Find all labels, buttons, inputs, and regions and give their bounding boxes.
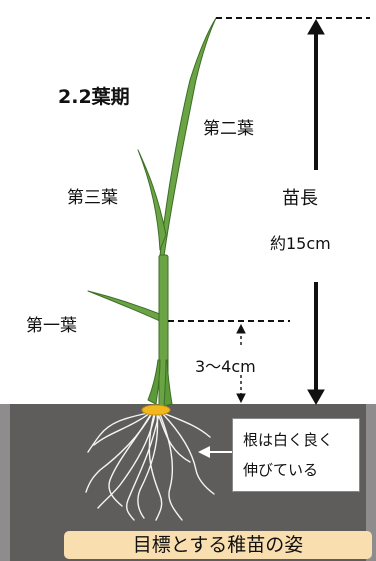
seedling-height-value: 約15cm [270,234,331,253]
first-leaf-height-value: 3～4cm [195,357,256,376]
soil-light-strip-right [366,404,376,561]
root-note-callout: 根は白く良く 伸びている [232,418,360,492]
seed [141,404,171,416]
caption-banner: 目標とする稚苗の姿 [64,531,372,559]
seedling-plant [87,17,217,408]
callout-arrow [198,446,232,458]
measurement-lines [168,17,370,406]
sheath [147,359,161,405]
leaf-third [137,149,167,251]
root-note-line-2: 伸びている [243,461,319,479]
second-leaf-label: 第二葉 [203,119,254,139]
leaf-first [87,290,166,323]
roots [85,412,215,521]
soil-light-strip-left [0,404,10,561]
first-leaf-label: 第一葉 [26,316,77,336]
leaf-stage-label: 2.2葉期 [58,86,130,108]
third-leaf-label: 第三葉 [67,188,118,208]
seedling-height-label: 苗長 [282,188,318,209]
root-note-line-1: 根は白く良く [243,431,334,449]
caption-text: 目標とする稚苗の姿 [132,534,304,556]
